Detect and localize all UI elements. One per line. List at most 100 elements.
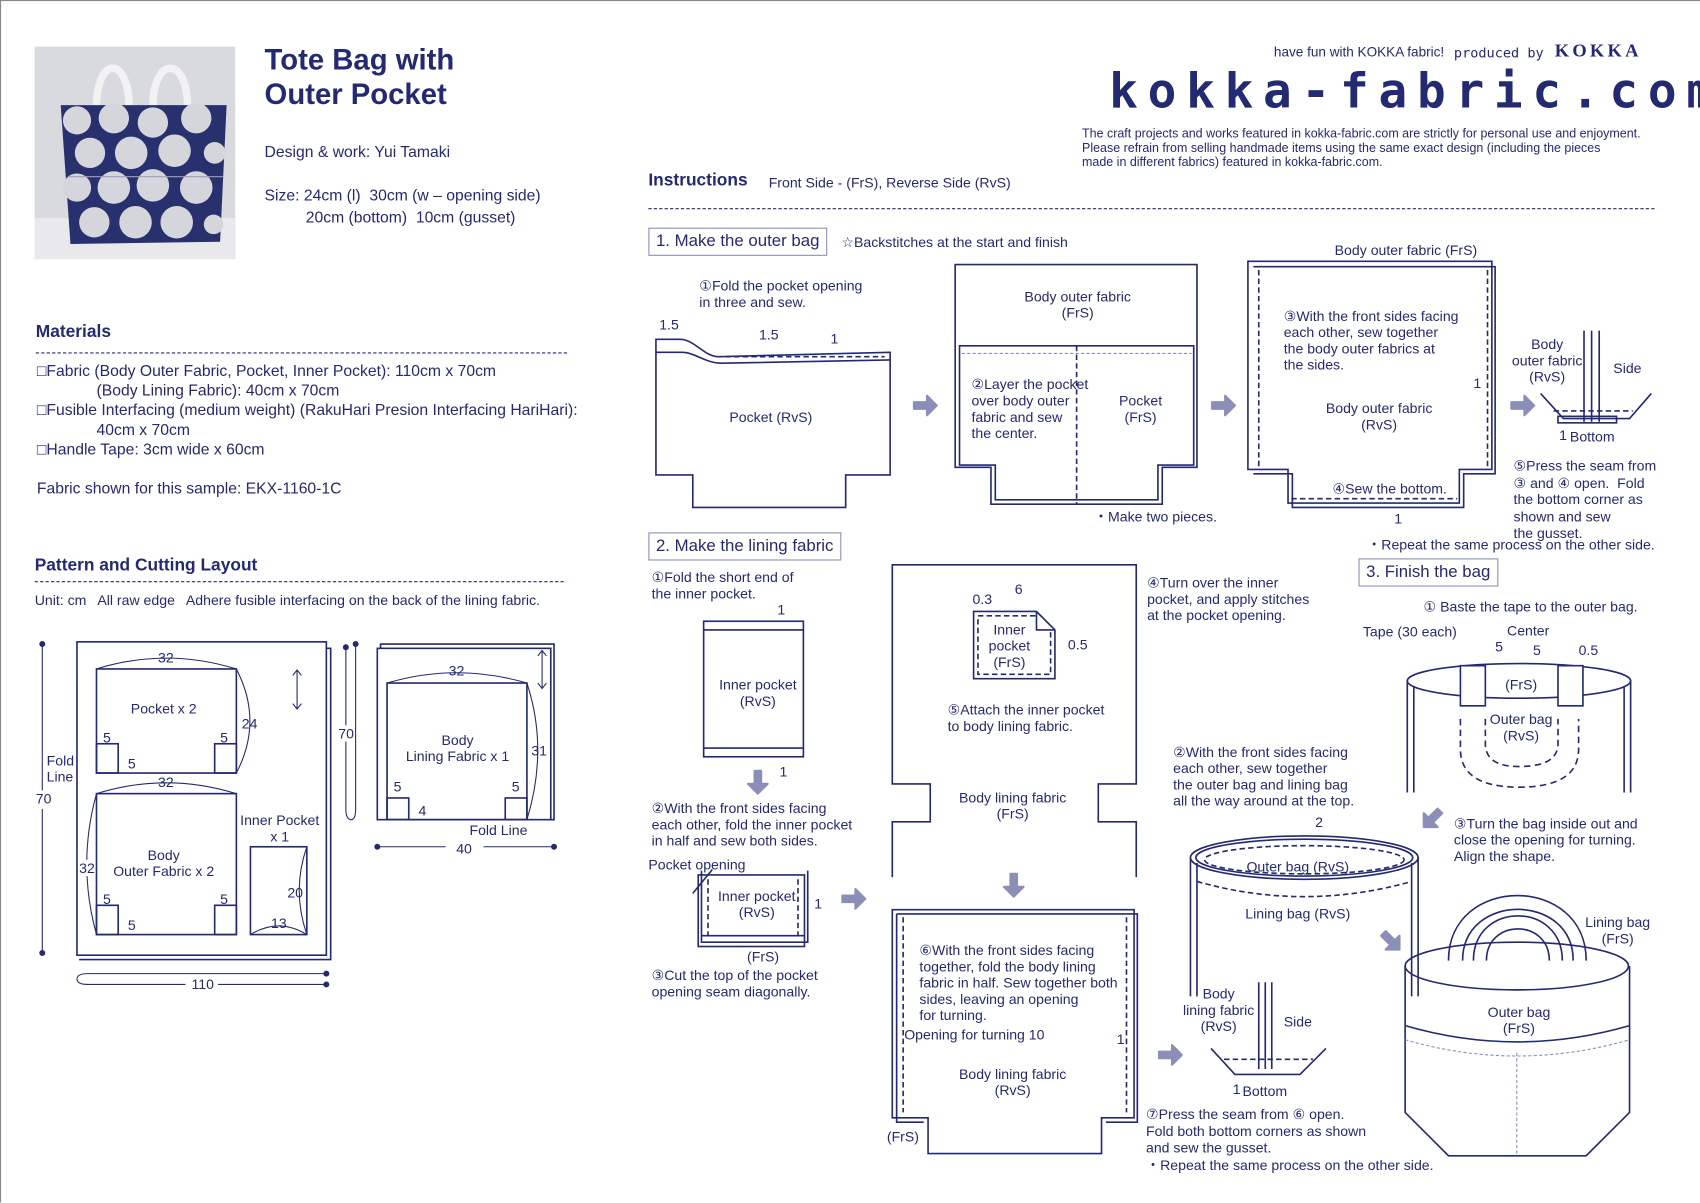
- step-text: ③Turn the bag inside out and close the o…: [1453, 815, 1638, 865]
- arrow-right-icon: [1157, 1044, 1183, 1066]
- layout-heading: Pattern and Cutting Layout: [34, 556, 258, 575]
- step-text: ⑥With the front sides facing together, f…: [919, 942, 1118, 1024]
- part-label: Body outer fabric (FrS): [1334, 241, 1478, 259]
- size-line2: 20cm (bottom) 10cm (gusset): [305, 209, 516, 227]
- part-label: Inner pocket (RvS): [717, 887, 796, 921]
- dim-label: 5: [393, 778, 402, 795]
- part-label: Bottom: [1569, 428, 1615, 445]
- divider: [35, 352, 568, 354]
- cutting-layout-diagram: [39, 641, 558, 988]
- dim-label: 1: [1559, 427, 1567, 444]
- dim-label: 110: [191, 975, 214, 993]
- dim-label: 1: [1394, 510, 1403, 527]
- arrow-down-icon: [1002, 872, 1025, 898]
- part-label: Pocket opening: [648, 856, 746, 873]
- part-label: Pocket (RvS): [729, 408, 813, 426]
- dim-label: 24: [241, 715, 258, 732]
- part-label: (FrS): [1505, 676, 1538, 693]
- dim-label: 0.5: [1578, 641, 1599, 659]
- backstitch-note: ☆Backstitches at the start and finish: [841, 234, 1068, 251]
- step-text: ③Cut the top of the pocket opening seam …: [651, 967, 818, 1000]
- brand-logo: KOKKA: [1554, 40, 1642, 61]
- dim-label: 5: [220, 891, 228, 908]
- dim-label: 5: [127, 917, 136, 934]
- dim-label: 32: [158, 774, 174, 791]
- material-item: (Body Lining Fabric): 40cm x 70cm: [96, 382, 340, 401]
- arrow-down-left-icon: [1422, 807, 1444, 829]
- material-item: □Fusible Interfacing (medium weight) (Ra…: [36, 402, 578, 420]
- part-label: Center: [1507, 622, 1550, 639]
- part-label: (FrS): [747, 948, 780, 965]
- part-label: Side: [1613, 359, 1642, 377]
- arrow-down-icon: [747, 769, 769, 795]
- dim-label: 5: [511, 778, 520, 795]
- dim-label: 1: [777, 601, 786, 618]
- part-label: Outer bag (RvS): [1489, 711, 1553, 744]
- step-text: ①Fold the short end of the inner pocket.: [651, 569, 794, 602]
- part-label: Body outer fabric (FrS): [1024, 288, 1131, 321]
- piece-label-body-outer: Body Outer Fabric x 2: [113, 846, 215, 880]
- part-label: Lining bag (RvS): [1245, 905, 1351, 922]
- size-line1: Size: 24cm (l) 30cm (w – opening side): [264, 187, 541, 205]
- fold-line-label: Fold Line: [46, 752, 75, 785]
- part-label: Tape (30 each): [1362, 623, 1457, 640]
- part-label: Body lining fabric (RvS): [958, 1065, 1067, 1099]
- part-label: Opening for turning 10: [904, 1026, 1045, 1044]
- step2-diagrams: [692, 564, 1327, 1155]
- dim-label: 1.5: [758, 326, 779, 343]
- dim-label: 1: [814, 895, 823, 912]
- step3-diagrams: [1189, 662, 1632, 1157]
- step-text: ④Turn over the inner pocket, and apply s…: [1147, 574, 1310, 624]
- arrow-down-right-icon: [1379, 930, 1401, 951]
- sample-fabric: Fabric shown for this sample: EKX-1160-1…: [36, 480, 342, 498]
- step-text: ②With the front sides facing each other,…: [1173, 743, 1355, 809]
- dim-label: 0.3: [972, 590, 993, 608]
- instructions-heading: Instructions: [648, 171, 748, 190]
- part-label: Inner pocket (RvS): [719, 676, 797, 710]
- part-label: Lining bag (FrS): [1585, 913, 1651, 947]
- step3-title: 3. Finish the bag: [1358, 558, 1498, 587]
- step-text: ②With the front sides facing each other,…: [651, 800, 853, 849]
- part-label: Pocket (FrS): [1119, 392, 1163, 426]
- dim-label: 1: [1116, 1031, 1125, 1048]
- step-text: ⑦Press the seam from ⑥ open. Fold both b…: [1145, 1105, 1434, 1173]
- part-label: Body lining fabric (FrS): [958, 789, 1067, 822]
- dim-label: 40: [456, 840, 472, 857]
- dim-label: 32: [448, 662, 465, 679]
- step-note: ・Repeat the same process on the other si…: [1367, 536, 1655, 553]
- part-label: Body lining fabric (RvS): [1182, 985, 1255, 1035]
- part-label: Outer bag (FrS): [1487, 1003, 1551, 1037]
- dim-label: 5: [1495, 638, 1503, 655]
- material-item: □Handle Tape: 3cm wide x 60cm: [36, 441, 265, 459]
- arrow-right-icon: [912, 394, 938, 417]
- dim-label: 32: [79, 859, 95, 877]
- step-text: ③With the front sides facing each other,…: [1283, 307, 1459, 373]
- side-legend: Front Side - (FrS), Reverse Side (RvS): [768, 174, 1011, 191]
- dim-label: 70: [338, 725, 354, 742]
- brand-tagline: have fun with KOKKA fabric!: [1273, 44, 1445, 60]
- part-label: Body outer fabric (RvS): [1325, 400, 1433, 433]
- part-label: Side: [1283, 1013, 1312, 1030]
- dim-label: 13: [271, 915, 287, 932]
- arrow-right-icon: [1510, 394, 1536, 417]
- site-logo: kokka-fabric.com: [1109, 63, 1700, 120]
- product-photo: [34, 46, 236, 260]
- dim-label: 1: [830, 330, 839, 347]
- step-text: ⑤Press the seam from ③ and ④ open. Fold …: [1513, 457, 1657, 542]
- dim-label: 1: [779, 763, 788, 780]
- divider: [34, 581, 564, 583]
- dim-label: 31: [531, 742, 547, 759]
- step-text: ⑤Attach the inner pocket to body lining …: [947, 701, 1105, 735]
- material-item: 40cm x 70cm: [96, 421, 190, 440]
- piece-label-body-lining: Body Lining Fabric x 1: [405, 731, 510, 765]
- step2-title: 2. Make the lining fabric: [648, 532, 842, 561]
- step-text: ②Layer the pocket over body outer fabric…: [971, 376, 1089, 442]
- dim-label: 5: [127, 755, 136, 772]
- dim-label: 5: [1533, 641, 1541, 659]
- dim-label: 5: [102, 891, 111, 908]
- dim-label: 0.5: [1067, 636, 1088, 653]
- part-label: Outer bag (RvS): [1246, 858, 1350, 875]
- layout-note: Unit: cm All raw edge Adhere fusible int…: [34, 591, 541, 609]
